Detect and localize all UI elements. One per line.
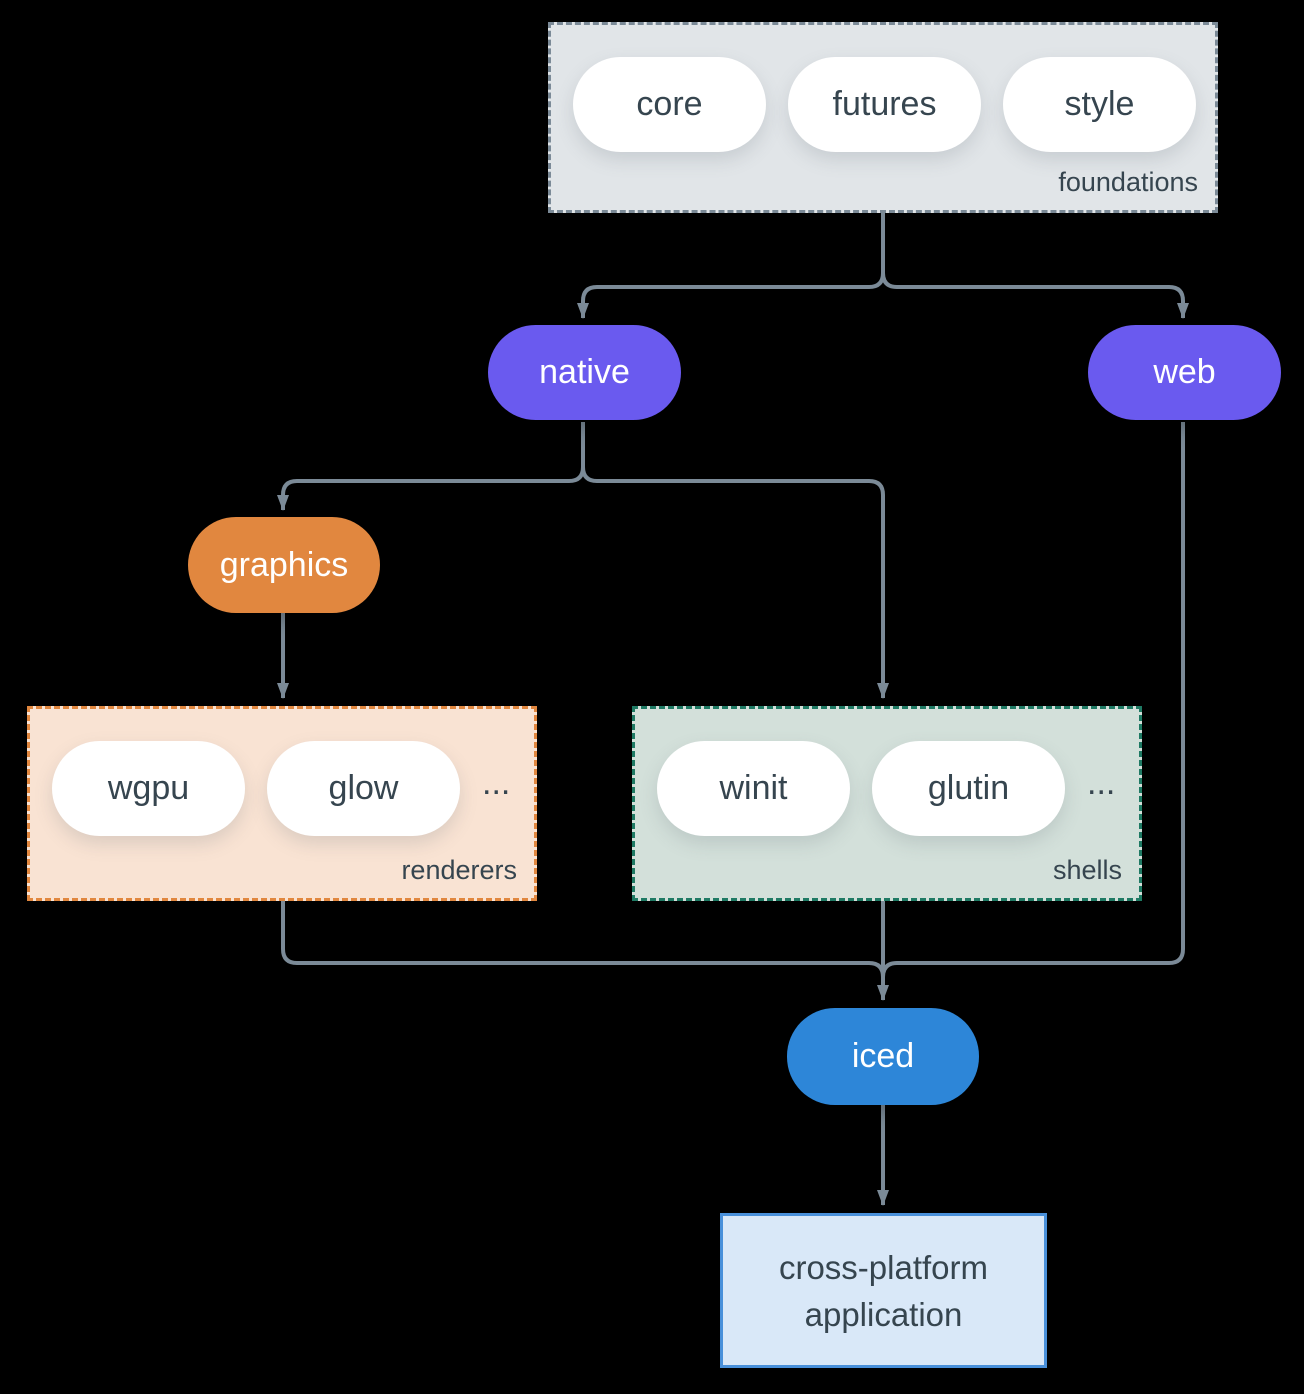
shells-ellipsis: ...	[1087, 764, 1116, 802]
node-style: style	[1003, 57, 1196, 152]
node-futures: futures	[788, 57, 981, 152]
connector-native-graphics	[277, 422, 585, 511]
node-wgpu: wgpu	[52, 741, 245, 836]
shells-group-label: shells	[1052, 855, 1122, 885]
connector-native-shells	[581, 422, 889, 699]
node-web: web	[1088, 325, 1281, 420]
connector-foundations-native	[577, 213, 885, 319]
renderers-ellipsis: ...	[482, 764, 511, 802]
shells-group-box: winit glutin ... shells	[632, 706, 1142, 901]
node-glutin: glutin	[872, 741, 1065, 836]
node-core: core	[573, 57, 766, 152]
node-glow: glow	[267, 741, 460, 836]
renderers-group-label: renderers	[401, 855, 517, 885]
foundations-group-label: foundations	[1058, 167, 1198, 197]
node-iced: iced	[787, 1008, 979, 1105]
node-winit: winit	[657, 741, 850, 836]
node-native: native	[488, 325, 681, 420]
connector-renderers-iced	[281, 901, 885, 978]
renderers-group-box: wgpu glow ... renderers	[27, 706, 537, 901]
node-graphics: graphics	[188, 517, 380, 613]
renderers-pill-row: wgpu glow ...	[30, 709, 534, 836]
node-cross-platform-application: cross-platform application	[720, 1213, 1047, 1368]
foundations-pill-row: core futures style	[551, 25, 1215, 152]
shells-pill-row: winit glutin ...	[635, 709, 1139, 836]
foundations-group-box: core futures style foundations	[548, 22, 1218, 213]
connector-foundations-web	[881, 213, 1189, 319]
